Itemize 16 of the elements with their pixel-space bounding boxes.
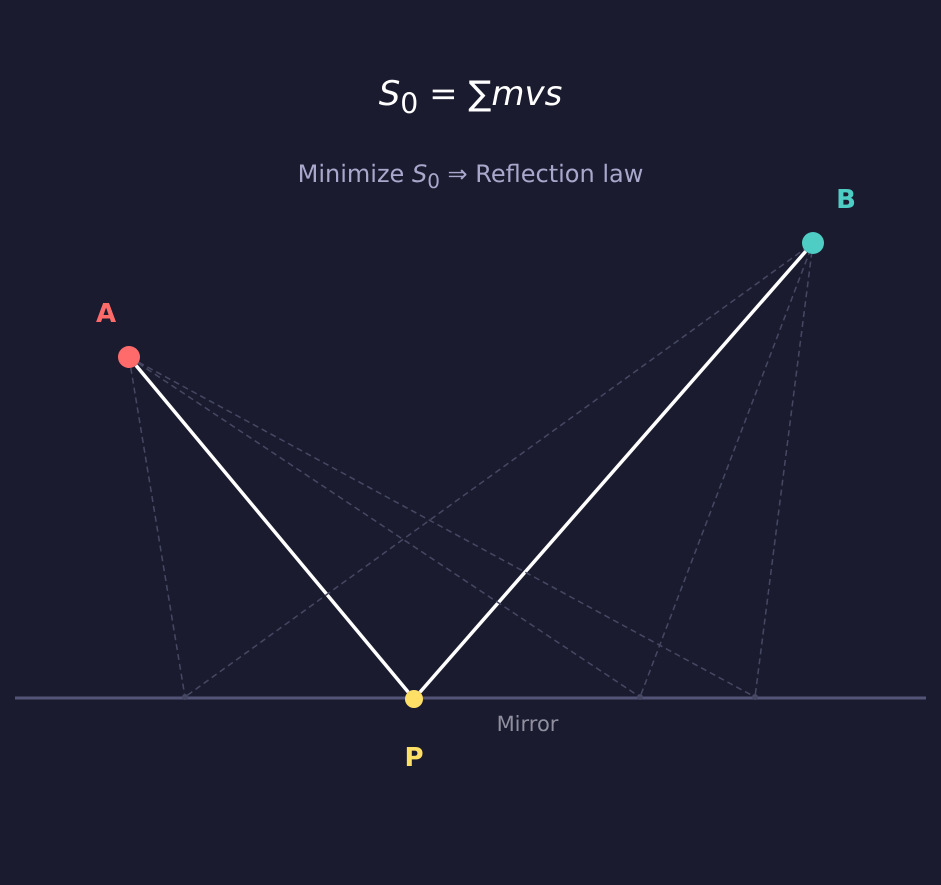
subtitle: Minimize S$_{0}$ ⇒ Reflection law <box>298 160 644 188</box>
dashed-path-line <box>640 253 810 694</box>
point-label: P <box>403 744 425 772</box>
light-path-line <box>134 364 410 694</box>
dashed-path-line <box>187 248 805 696</box>
mirror-label: Mirror <box>496 712 558 736</box>
formula-title: S$_{0}$ = ∑mvs <box>378 74 562 114</box>
dashed-path-line <box>138 362 753 696</box>
dashed-path-line <box>754 254 812 694</box>
light-path-line <box>418 250 808 694</box>
point-label: A <box>94 300 118 328</box>
mirror-point <box>182 694 188 700</box>
dashed-path-line <box>130 368 186 694</box>
mirror-point <box>637 694 643 700</box>
point-label: B <box>835 186 857 214</box>
mirror-point <box>752 694 758 700</box>
